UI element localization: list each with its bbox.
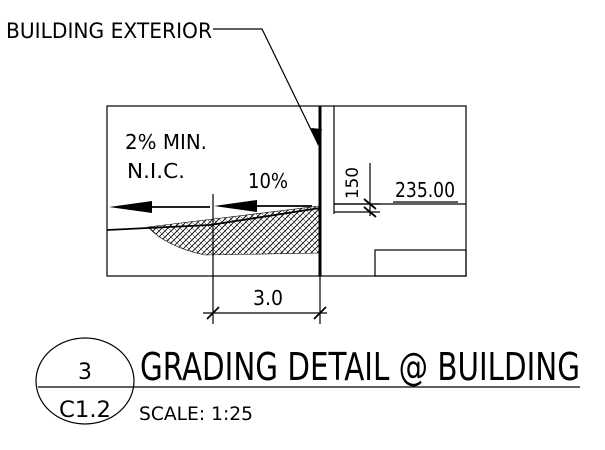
building-exterior-leader: [213, 28, 318, 143]
detail-title: GRADING DETAIL @ BUILDING: [140, 345, 580, 389]
detail-bubble: [35, 337, 135, 425]
detail-scale: SCALE: 1:25: [139, 403, 253, 425]
slope-left-line2: N.I.C.: [127, 159, 185, 183]
dim-150-label: 150: [343, 167, 363, 199]
dim-150-tick-bottom: [363, 206, 377, 218]
detail-frame: [106, 105, 467, 277]
finished-grade-line: [106, 207, 321, 231]
slope-arrow-right-head: [214, 200, 257, 212]
sheet-number: C1.2: [59, 398, 111, 423]
dim-3-label: 3.0: [253, 286, 283, 310]
slope-left-line1: 2% MIN.: [125, 130, 207, 154]
dim-3-tick-left: [206, 306, 220, 320]
interior-footing: [374, 249, 467, 277]
slope-arrow-left-head: [109, 201, 152, 213]
detail-number: 3: [78, 360, 92, 385]
dim-150-tick-top: [363, 198, 377, 210]
dim-3-tick-right: [313, 306, 327, 320]
elevation-label: 235.00: [395, 178, 455, 202]
slope-right-label: 10%: [248, 169, 288, 193]
building-exterior-label: BUILDING EXTERIOR: [6, 19, 212, 43]
soil-hatch-area: [147, 205, 321, 256]
